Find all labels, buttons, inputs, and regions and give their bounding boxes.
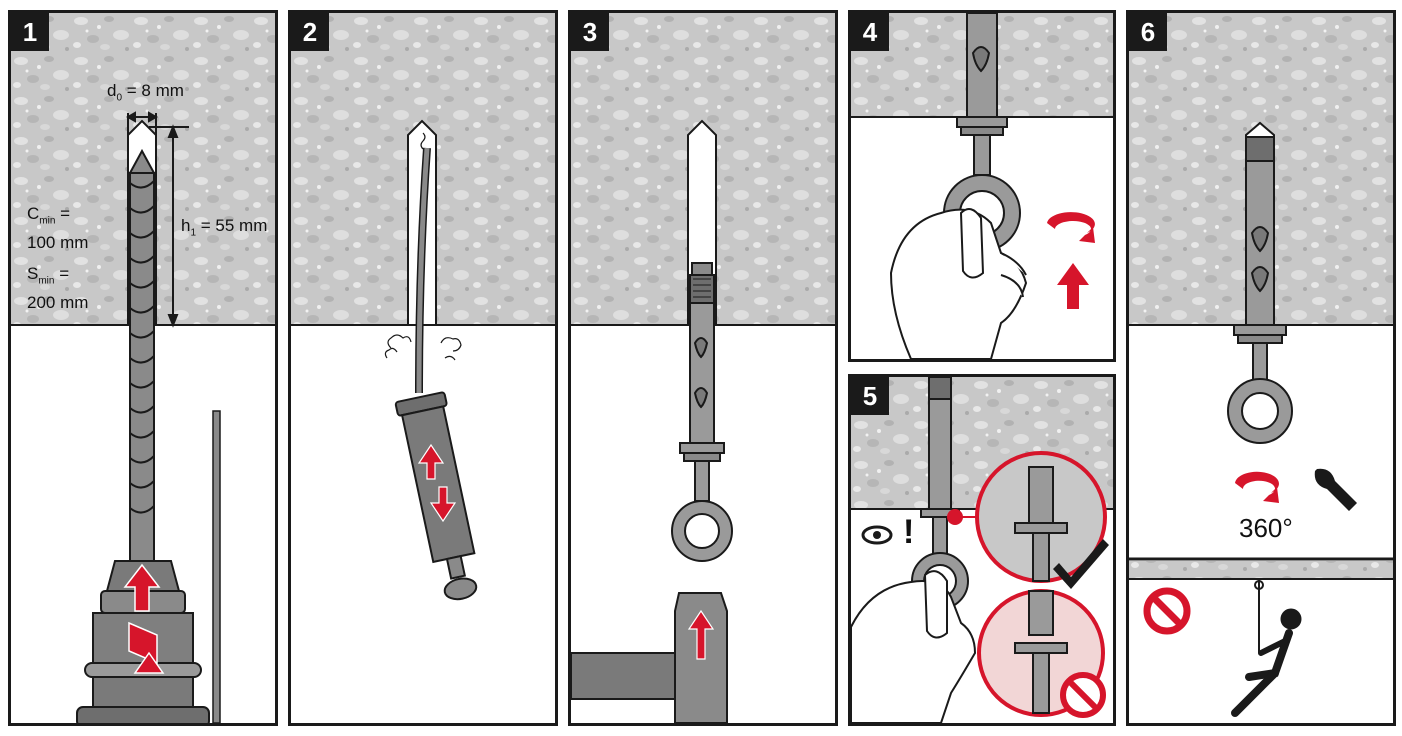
step-3-number: 3 [571, 13, 609, 51]
hammer-action-arrows [123, 563, 165, 674]
step-4-panel: 4 [848, 10, 1116, 362]
step-5-illustration [851, 377, 1113, 723]
step-6-illustration [1129, 13, 1393, 717]
rotate-360-icon [1235, 471, 1279, 503]
wrench-icon [1307, 468, 1357, 511]
no-personal-load-icon [1143, 587, 1191, 635]
step-1-panel: 1 [8, 10, 278, 726]
pump-action-arrows [417, 443, 457, 523]
rotation-label: 360° [1239, 513, 1293, 543]
hand [851, 570, 977, 723]
dust-puffs [384, 132, 462, 361]
set-eye-bolt-anchor [1227, 136, 1293, 444]
attention-mark: ! [903, 513, 915, 551]
step-2-illustration [291, 13, 555, 601]
step-4-number: 4 [851, 13, 889, 51]
checkmark-icon [1053, 539, 1109, 589]
dimension-lines [125, 111, 189, 328]
hand [889, 208, 1028, 359]
step-5-panel: 5 [848, 374, 1116, 726]
step-2-panel: 2 [288, 10, 558, 726]
step-6-number: 6 [1129, 13, 1167, 51]
drill-bit [128, 148, 156, 564]
d0-label: d0 = 8 mm [107, 81, 184, 104]
strike-arrow [687, 609, 715, 660]
step-3-panel: 3 [568, 10, 838, 726]
prohibited-icon [1060, 672, 1106, 718]
up-arrow-icon [1057, 263, 1089, 309]
h1-label: h1 = 55 mm [181, 216, 268, 239]
eye-bolt-anchor [671, 262, 733, 562]
s-min-label: Smin = 200 mm [27, 264, 89, 313]
step-2-number: 2 [291, 13, 329, 51]
hammer [571, 592, 728, 723]
blow-out-pump [394, 147, 478, 601]
step-3-illustration [571, 13, 835, 723]
step-4-illustration [851, 13, 1113, 359]
rotate-clockwise-icon [1047, 212, 1095, 243]
c-min-label: Cmin = 100 mm [27, 204, 89, 253]
step-5-number: 5 [851, 377, 889, 415]
correct-detail-circle [975, 451, 1107, 583]
inspect-eye-icon [861, 525, 893, 545]
step-6-panel: 6 [1126, 10, 1396, 726]
step-1-illustration [11, 13, 275, 723]
suspended-person-icon [1231, 579, 1302, 717]
step-1-number: 1 [11, 13, 49, 51]
depth-stop-rod [212, 410, 221, 723]
